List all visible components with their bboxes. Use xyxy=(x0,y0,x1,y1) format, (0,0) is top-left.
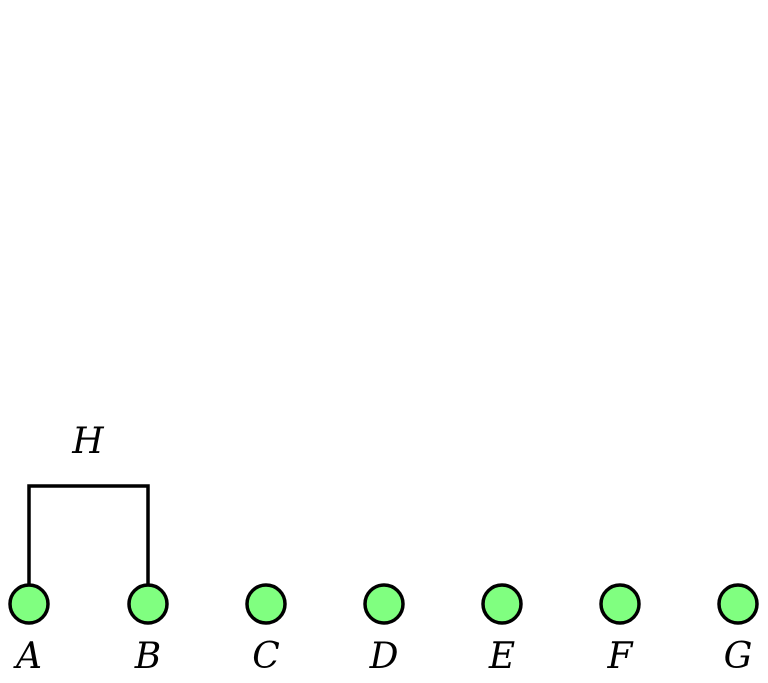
node-e: E xyxy=(481,583,523,677)
node-e-label: E xyxy=(488,636,515,677)
node-a: A xyxy=(8,583,50,677)
node-a-circle xyxy=(8,583,50,625)
node-g-label: G xyxy=(724,636,753,677)
cluster-h-label: H xyxy=(71,421,104,462)
node-b: B xyxy=(127,583,169,677)
node-c-label: C xyxy=(252,636,280,677)
node-f-circle xyxy=(599,583,641,625)
node-g: G xyxy=(717,583,759,677)
node-b-circle xyxy=(127,583,169,625)
node-b-label: B xyxy=(134,636,161,677)
node-c-circle xyxy=(245,583,287,625)
node-e-circle xyxy=(481,583,523,625)
nodes-layer: A B C D E F G xyxy=(8,583,759,677)
cluster-labels-layer: H xyxy=(71,421,104,462)
node-d-label: D xyxy=(369,636,399,677)
cluster-h-bracket xyxy=(27,484,150,585)
node-c: C xyxy=(245,583,287,677)
node-f: F xyxy=(599,583,641,677)
node-d-circle xyxy=(363,583,405,625)
node-f-label: F xyxy=(607,636,635,677)
node-a-label: A xyxy=(13,636,42,677)
links-layer xyxy=(27,484,150,585)
node-g-circle xyxy=(717,583,759,625)
node-d: D xyxy=(363,583,405,677)
